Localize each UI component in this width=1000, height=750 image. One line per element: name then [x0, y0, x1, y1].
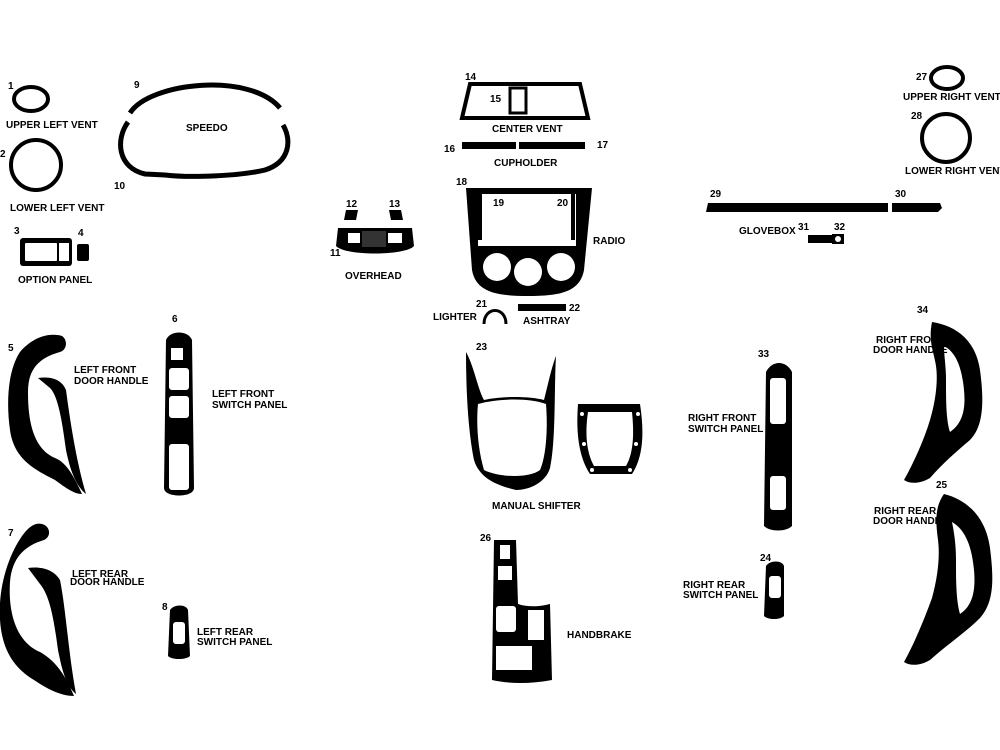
part-number-23: 23 — [476, 342, 488, 353]
radio-label: RADIO — [593, 236, 625, 247]
upper-left-vent-part — [12, 85, 50, 113]
part-number-10: 10 — [114, 181, 126, 192]
right-rear-switch-panel-part — [764, 561, 784, 619]
right-front-switch-panel-part — [764, 363, 792, 531]
part-number-21: 21 — [476, 299, 488, 310]
ashtray-label: ASHTRAY — [523, 316, 571, 327]
part-number-20: 20 — [557, 198, 569, 209]
part-number-27: 27 — [916, 72, 928, 83]
left-front-switch-panel-label-1: LEFT FRONT — [212, 389, 274, 400]
right-rear-switch-panel-label-2: SWITCH PANEL — [683, 590, 758, 601]
center-vent-part — [459, 82, 591, 120]
part-number-33: 33 — [758, 349, 770, 360]
overhead-label: OVERHEAD — [345, 271, 402, 282]
lower-left-vent-part — [9, 138, 63, 192]
upper-right-vent-part — [929, 65, 965, 91]
left-front-door-handle-label-2: DOOR HANDLE — [74, 376, 149, 387]
right-rear-door-handle-part — [904, 494, 993, 665]
right-rear-door-handle-label-2: DOOR HANDLE — [873, 516, 948, 527]
left-rear-switch-panel-label-2: SWITCH PANEL — [197, 637, 272, 648]
part-number-2: 2 — [0, 149, 6, 160]
right-rear-switch-panel-label-1: RIGHT REAR — [683, 580, 746, 591]
part-number-28: 28 — [911, 111, 923, 122]
right-front-door-handle-label-2: DOOR HANDLE — [873, 345, 948, 356]
left-rear-switch-panel-part — [168, 605, 190, 659]
part-number-13: 13 — [389, 199, 401, 210]
part-number-29: 29 — [710, 189, 722, 200]
left-rear-door-handle-part — [0, 523, 76, 696]
part-number-6: 6 — [172, 314, 178, 325]
handbrake-label: HANDBRAKE — [567, 630, 632, 641]
left-front-switch-panel-label-2: SWITCH PANEL — [212, 400, 287, 411]
upper-left-vent-label: UPPER LEFT VENT — [6, 120, 98, 131]
lower-right-vent-label: LOWER RIGHT VENT — [905, 166, 1000, 177]
left-rear-switch-panel-label-1: LEFT REAR — [197, 627, 254, 638]
part-number-26: 26 — [480, 533, 492, 544]
center-vent-label: CENTER VENT — [492, 124, 563, 135]
part-number-8: 8 — [162, 602, 168, 613]
part-number-17: 17 — [597, 140, 609, 151]
overhead-part — [336, 210, 414, 254]
manual-shifter-part — [466, 352, 643, 490]
left-front-switch-panel-part — [164, 332, 194, 496]
part-number-16: 16 — [444, 144, 456, 155]
right-front-switch-panel-label-1: RIGHT FRONT — [688, 413, 756, 424]
part-number-24: 24 — [760, 553, 772, 564]
part-number-30: 30 — [895, 189, 907, 200]
part-number-1: 1 — [8, 81, 14, 92]
part-number-7: 7 — [8, 528, 14, 539]
option-panel-part — [20, 238, 89, 266]
glovebox-label: GLOVEBOX — [739, 226, 796, 237]
lower-left-vent-label: LOWER LEFT VENT — [10, 203, 104, 214]
lighter-ashtray-part — [482, 304, 566, 325]
part-number-9: 9 — [134, 80, 140, 91]
cupholder-label: CUPHOLDER — [494, 158, 558, 169]
left-front-door-handle-label-1: LEFT FRONT — [74, 365, 136, 376]
right-rear-door-handle-label-1: RIGHT REAR — [874, 506, 937, 517]
glovebox-part — [706, 203, 942, 244]
lower-right-vent-part — [920, 112, 972, 164]
left-front-door-handle-part — [8, 334, 86, 494]
part-number-34: 34 — [917, 305, 929, 316]
speedo-part — [118, 82, 291, 179]
part-number-31: 31 — [798, 222, 810, 233]
part-number-25: 25 — [936, 480, 948, 491]
option-panel-label: OPTION PANEL — [18, 275, 92, 286]
upper-right-vent-label: UPPER RIGHT VENT — [903, 92, 1000, 103]
part-number-32: 32 — [834, 222, 846, 233]
right-front-door-handle-part — [904, 322, 983, 483]
left-rear-door-handle-label-1: LEFT REAR — [72, 569, 129, 580]
part-number-19: 19 — [493, 198, 505, 209]
left-rear-door-handle-label-2: DOOR HANDLE — [70, 577, 145, 588]
speedo-label: SPEEDO — [186, 123, 228, 134]
right-front-switch-panel-label-2: SWITCH PANEL — [688, 424, 763, 435]
radio-part — [466, 188, 592, 296]
part-number-5: 5 — [8, 343, 14, 354]
handbrake-part — [492, 540, 552, 683]
part-number-18: 18 — [456, 177, 468, 188]
part-number-3: 3 — [14, 226, 20, 237]
part-number-14: 14 — [465, 72, 477, 83]
lighter-label: LIGHTER — [433, 312, 478, 323]
part-number-4: 4 — [78, 228, 84, 239]
part-number-15: 15 — [490, 94, 502, 105]
part-number-12: 12 — [346, 199, 358, 210]
cupholder-part — [462, 142, 585, 149]
part-number-22: 22 — [569, 303, 581, 314]
part-number-11: 11 — [330, 248, 341, 259]
right-front-door-handle-label-1: RIGHT FRONT — [876, 335, 944, 346]
manual-shifter-label: MANUAL SHIFTER — [492, 501, 581, 512]
